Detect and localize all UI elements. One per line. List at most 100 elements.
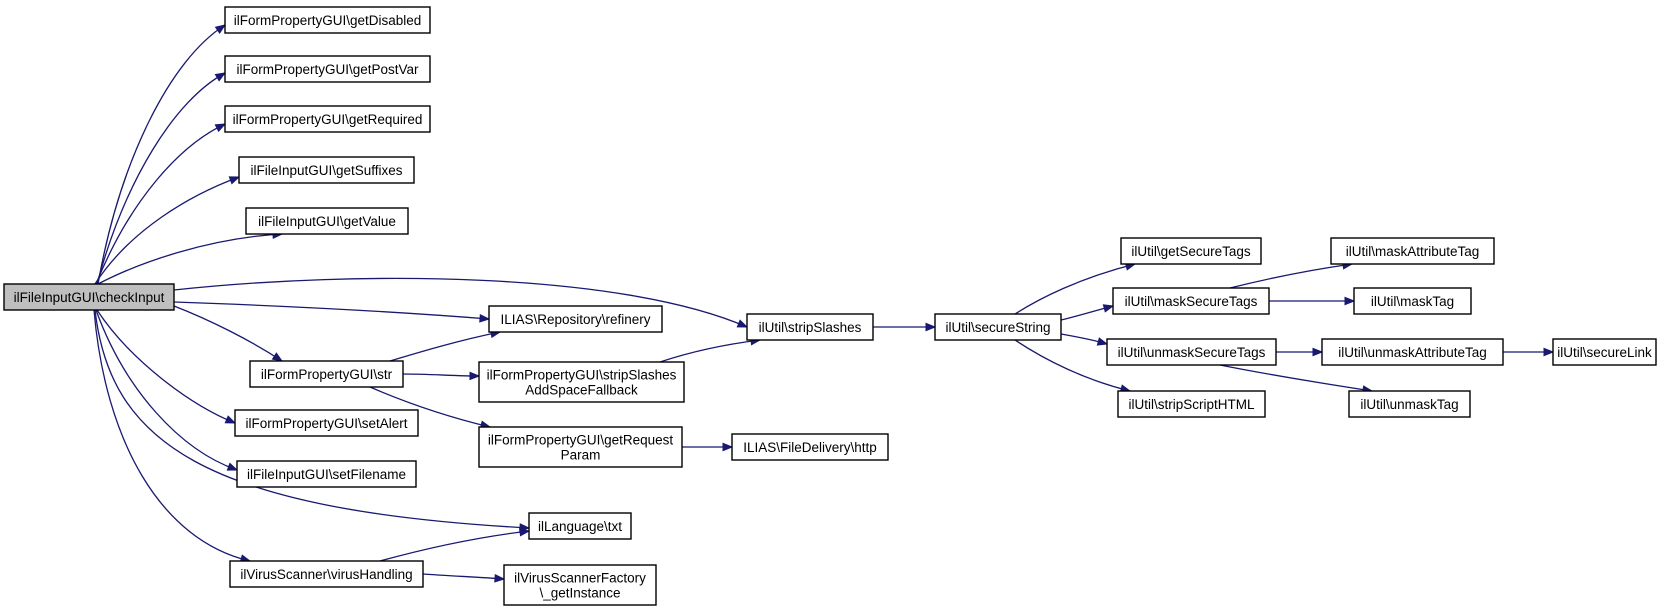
node-box — [731, 433, 889, 461]
edge-line — [369, 386, 491, 428]
edge-line — [97, 24, 226, 285]
edge-virusHandling-to-getInstance — [422, 573, 506, 583]
node-box — [249, 360, 404, 388]
edge-str-to-stripSlashesAddSpace — [402, 371, 481, 381]
node-label: ilFileInputGUI\setFilename — [247, 467, 406, 482]
node-box — [934, 313, 1062, 341]
node-unmaskAttributeTag[interactable]: ilUtil\unmaskAttributeTag — [1321, 338, 1504, 366]
node-str[interactable]: ilFormPropertyGUI\str — [249, 360, 404, 388]
node-secureString[interactable]: ilUtil\secureString — [934, 313, 1062, 341]
node-label: ilUtil\stripSlashes — [759, 320, 862, 335]
edge-line — [659, 339, 761, 363]
arrowhead-icon — [1102, 304, 1115, 313]
node-label: ilFileInputGUI\getSuffixes — [250, 163, 402, 178]
node-maskTag[interactable]: ilUtil\maskTag — [1353, 287, 1472, 315]
edge-stripSlashes-to-secureString — [873, 322, 937, 332]
nodes-layer: ilFileInputGUI\checkInput ilFormPropertyG… — [3, 6, 1657, 606]
node-setAlert[interactable]: ilFormPropertyGUI\setAlert — [234, 409, 419, 437]
edge-line — [173, 305, 283, 362]
node-unmaskSecureTags[interactable]: ilUtil\unmaskSecureTags — [1106, 338, 1277, 366]
edge-line — [95, 309, 238, 471]
arrowhead-icon — [736, 319, 749, 328]
node-setFilename[interactable]: ilFileInputGUI\setFilename — [236, 460, 417, 488]
node-box — [1120, 237, 1262, 265]
node-box — [234, 409, 419, 437]
node-box — [224, 105, 431, 133]
node-unmaskTag[interactable]: ilUtil\unmaskTag — [1348, 390, 1471, 418]
node-http[interactable]: ILIAS\FileDelivery\http — [731, 433, 889, 461]
node-box — [528, 512, 632, 540]
edge-line — [402, 373, 480, 377]
node-label: ilFileInputGUI\checkInput — [14, 290, 165, 305]
arrowhead-icon — [1096, 337, 1109, 346]
node-box — [245, 207, 409, 235]
node-maskSecureTags[interactable]: ilUtil\maskSecureTags — [1112, 287, 1270, 315]
edge-line — [379, 530, 530, 562]
node-getDisabled[interactable]: ilFormPropertyGUI\getDisabled — [224, 6, 431, 34]
node-getInstance[interactable]: ilVirusScannerFactory\_getInstance — [503, 564, 657, 606]
node-box — [1112, 287, 1270, 315]
edge-maskSecureTags-to-maskTag — [1268, 296, 1356, 306]
node-label: ilFormPropertyGUI\getRequired — [233, 112, 423, 127]
node-label: ilUtil\maskAttributeTag — [1346, 244, 1480, 259]
arrowhead-icon — [469, 371, 481, 381]
node-getSuffixes[interactable]: ilFileInputGUI\getSuffixes — [238, 156, 415, 184]
edge-line — [95, 123, 226, 285]
edge-getRequestParam-to-http — [682, 442, 734, 452]
node-maskAttributeTag[interactable]: ilUtil\maskAttributeTag — [1330, 237, 1495, 265]
node-stripScriptHTML[interactable]: ilUtil\stripScriptHTML — [1117, 390, 1266, 418]
node-getSecureTags[interactable]: ilUtil\getSecureTags — [1120, 237, 1262, 265]
node-label: ilUtil\unmaskAttributeTag — [1338, 345, 1487, 360]
arrowhead-icon — [925, 322, 937, 332]
node-getPostVar[interactable]: ilFormPropertyGUI\getPostVar — [224, 55, 431, 83]
node-label: ILIAS\Repository\refinery — [500, 312, 650, 327]
node-txt[interactable]: ilLanguage\txt — [528, 512, 632, 540]
node-label: ilFormPropertyGUI\getRequest — [488, 433, 674, 448]
node-stripSlashes[interactable]: ilUtil\stripSlashes — [746, 313, 874, 341]
edge-checkInput-to-getPostVar — [96, 72, 227, 285]
edge-line — [1014, 263, 1136, 315]
node-label: ilVirusScannerFactory — [514, 571, 646, 586]
node-getRequired[interactable]: ilFormPropertyGUI\getRequired — [224, 105, 431, 133]
node-label: ilVirusScanner\virusHandling — [240, 567, 412, 582]
node-checkInput[interactable]: ilFileInputGUI\checkInput — [3, 283, 175, 311]
node-box — [3, 283, 175, 311]
edge-checkInput-to-stripSlashes — [173, 277, 749, 328]
edge-line — [173, 301, 490, 320]
edge-unmaskSecureTags-to-unmaskTag — [1219, 364, 1374, 394]
edge-line — [94, 176, 240, 285]
edge-line — [389, 331, 501, 362]
node-getValue[interactable]: ilFileInputGUI\getValue — [245, 207, 409, 235]
edge-checkInput-to-getValue — [97, 230, 284, 285]
node-label: Param — [561, 448, 601, 463]
node-virusHandling[interactable]: ilVirusScanner\virusHandling — [229, 560, 424, 588]
node-label: ilUtil\maskSecureTags — [1125, 294, 1258, 309]
arrowhead-icon — [494, 573, 506, 583]
node-box — [1353, 287, 1472, 315]
arrowhead-icon — [214, 72, 227, 82]
node-box — [224, 55, 431, 83]
node-stripSlashesAddSpace[interactable]: ilFormPropertyGUI\stripSlashesAddSpaceFa… — [478, 361, 685, 403]
node-label: ilUtil\getSecureTags — [1131, 244, 1251, 259]
node-box — [224, 6, 431, 34]
edge-checkInput-to-str — [173, 305, 284, 362]
node-secureLink[interactable]: ilUtil\secureLink — [1552, 338, 1657, 366]
edge-maskSecureTags-to-maskAttributeTag — [1229, 261, 1354, 289]
node-label: ILIAS\FileDelivery\http — [743, 440, 877, 455]
edge-line — [94, 309, 530, 529]
node-box — [478, 426, 683, 468]
edge-str-to-refinery — [389, 329, 502, 362]
node-label: ilFormPropertyGUI\getDisabled — [234, 13, 422, 28]
edge-line — [422, 573, 505, 580]
node-box — [503, 564, 657, 606]
arrowhead-icon — [228, 176, 241, 185]
edge-stripSlashesAddSpace-to-stripSlashes — [659, 336, 762, 363]
edge-checkInput-to-getDisabled — [97, 24, 227, 285]
node-refinery[interactable]: ILIAS\Repository\refinery — [488, 305, 663, 333]
edge-checkInput-to-setFilename — [95, 309, 239, 471]
node-label: ilFormPropertyGUI\getPostVar — [236, 62, 419, 77]
edge-line — [93, 309, 251, 562]
edges-layer — [93, 24, 1555, 583]
node-label: ilUtil\maskTag — [1371, 294, 1454, 309]
